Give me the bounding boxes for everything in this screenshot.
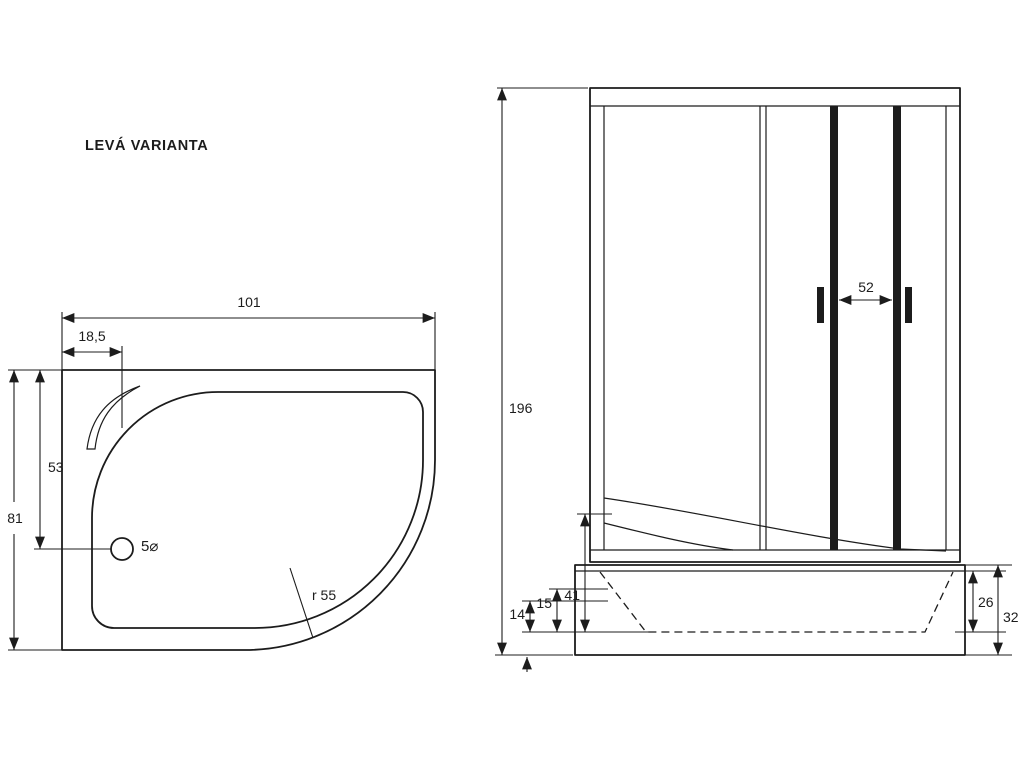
drawing-title: LEVÁ VARIANTA [85,137,208,154]
dim-label-radius: r 55 [312,587,336,603]
dim-label-offset: 18,5 [78,328,105,344]
door-stile-left [830,106,838,550]
tray-rim-curve-b [603,522,734,551]
base-outline [574,564,966,656]
top-view [61,369,436,651]
dim-label-depth: 81 [7,510,23,526]
dim-label-width: 101 [237,294,261,310]
dim-label-drain-offset: 53 [48,459,64,475]
leader-line-radius [289,567,314,639]
door-stile-right [893,106,901,550]
dim-label-height: 196 [509,400,533,416]
corner-crescent-detail [86,385,141,450]
tray-rim-curve-a [603,497,947,552]
dim-label-14: 14 [509,606,525,622]
cabin-frame-outer [589,87,961,563]
door-handle-right [905,287,912,323]
drain-circle [110,537,134,561]
dim-label-41: 41 [564,587,580,603]
tray-inner-outline [91,391,424,629]
door-handle-left [817,287,824,323]
dim-label-32: 32 [1003,609,1019,625]
dim-label-15: 15 [536,595,552,611]
dim-label-26: 26 [978,594,994,610]
tray-outer-outline [61,369,436,651]
dim-label-drain-diameter: 5⌀ [141,538,158,555]
basin-hidden-contour [599,571,954,633]
front-view [574,87,966,656]
dim-label-door: 52 [858,279,874,295]
front-view-dimensions: 196 52 41 15 14 26 32 [495,87,1019,672]
top-view-dimensions: 101 18,5 81 53 5⌀ r 55 [7,294,436,651]
